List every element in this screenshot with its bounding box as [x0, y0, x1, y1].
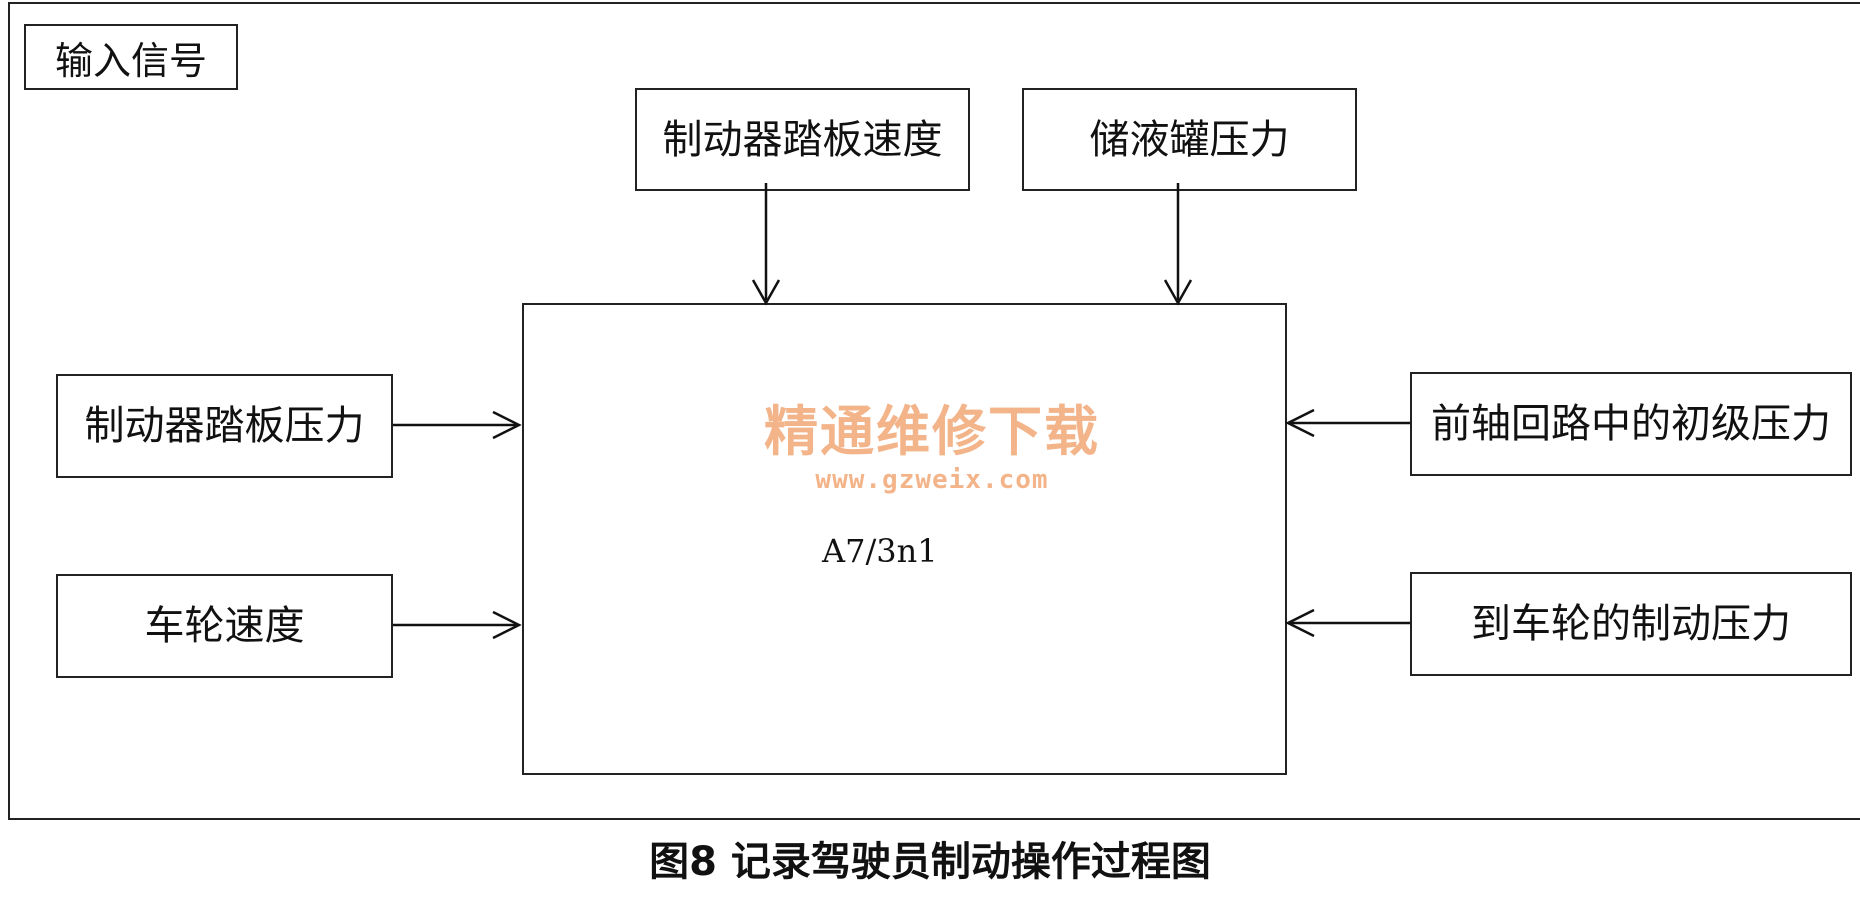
figure-caption: 图8 记录驾驶员制动操作过程图 [649, 839, 1211, 885]
node-brake-pedal-pressure-text: 制动器踏板压力 [84, 403, 365, 449]
node-front-axle-primary-pressure-text: 前轴回路中的初级压力 [1431, 401, 1831, 447]
node-reservoir-pressure-text: 储液罐压力 [1089, 116, 1290, 163]
diagram-frame [8, 2, 1860, 820]
node-reservoir-pressure: 储液罐压力 [1022, 88, 1357, 191]
watermark-url: www.gzweix.com [815, 465, 1049, 495]
node-brake-pedal-pressure: 制动器踏板压力 [56, 374, 393, 478]
node-brake-pedal-speed-text: 制动器踏板速度 [662, 116, 943, 163]
arrow-front-axle-to-unit [1285, 408, 1410, 438]
node-wheel-brake-pressure: 到车轮的制动压力 [1410, 572, 1852, 676]
control-unit-label: A7/3n1 [822, 532, 938, 570]
input-signal-label: 输入信号 [24, 24, 238, 90]
node-wheel-speed: 车轮速度 [56, 574, 393, 678]
arrow-pedal-pressure-to-unit [393, 410, 522, 440]
watermark: 精通维修下载 www.gzweix.com [752, 400, 1112, 496]
node-front-axle-primary-pressure: 前轴回路中的初级压力 [1410, 372, 1852, 476]
arrow-wheel-speed-to-unit [393, 610, 522, 640]
control-unit-box [522, 303, 1287, 775]
arrow-reservoir-to-unit [1163, 183, 1193, 306]
node-wheel-speed-text: 车轮速度 [144, 603, 305, 649]
watermark-text: 精通维修下载 [764, 400, 1100, 463]
node-wheel-brake-pressure-text: 到车轮的制动压力 [1471, 601, 1791, 647]
node-brake-pedal-speed: 制动器踏板速度 [635, 88, 970, 191]
arrow-wheel-brake-to-unit [1285, 608, 1410, 638]
arrow-pedal-speed-to-unit [751, 183, 781, 306]
